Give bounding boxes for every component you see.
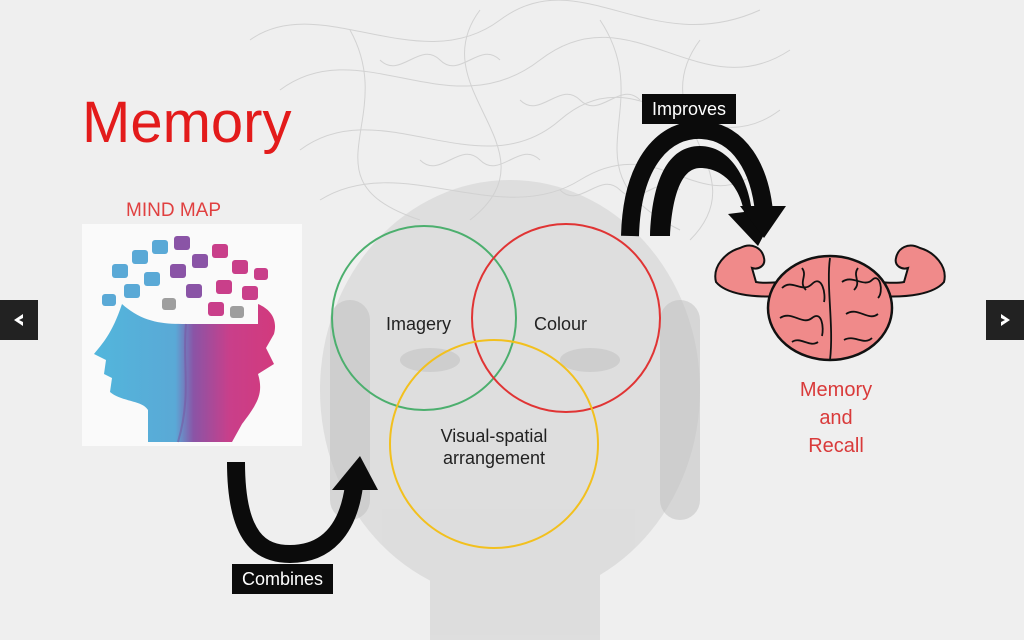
venn-circle-imagery	[331, 225, 517, 411]
recall-label-line-2: and	[819, 407, 853, 429]
chevron-right-icon	[1001, 314, 1010, 326]
recall-label-line-3: Recall	[808, 435, 864, 457]
venn-label-imagery: Imagery	[386, 314, 452, 334]
recall-label-line-1: Memory	[799, 379, 873, 401]
strong-brain-illustration	[714, 244, 946, 362]
venn-label-visual-spatial: Visual-spatial arrangement	[440, 426, 548, 468]
memory-and-recall-label: Memory and Recall	[776, 376, 896, 460]
venn-circle-colour	[471, 223, 661, 413]
venn-label-colour: Colour	[534, 314, 588, 334]
mind-map-label: MIND MAP	[126, 200, 221, 221]
improves-tag: Improves	[642, 94, 737, 124]
previous-slide-button[interactable]	[0, 300, 38, 340]
chevron-left-icon	[14, 314, 23, 326]
slide-title: Memory	[82, 90, 292, 155]
puzzle-head-illustration	[82, 224, 302, 446]
next-slide-button[interactable]	[986, 300, 1024, 340]
improves-arrow	[630, 146, 778, 246]
venn-circle-visual-spatial	[389, 339, 599, 549]
combines-tag: Combines	[232, 564, 334, 594]
